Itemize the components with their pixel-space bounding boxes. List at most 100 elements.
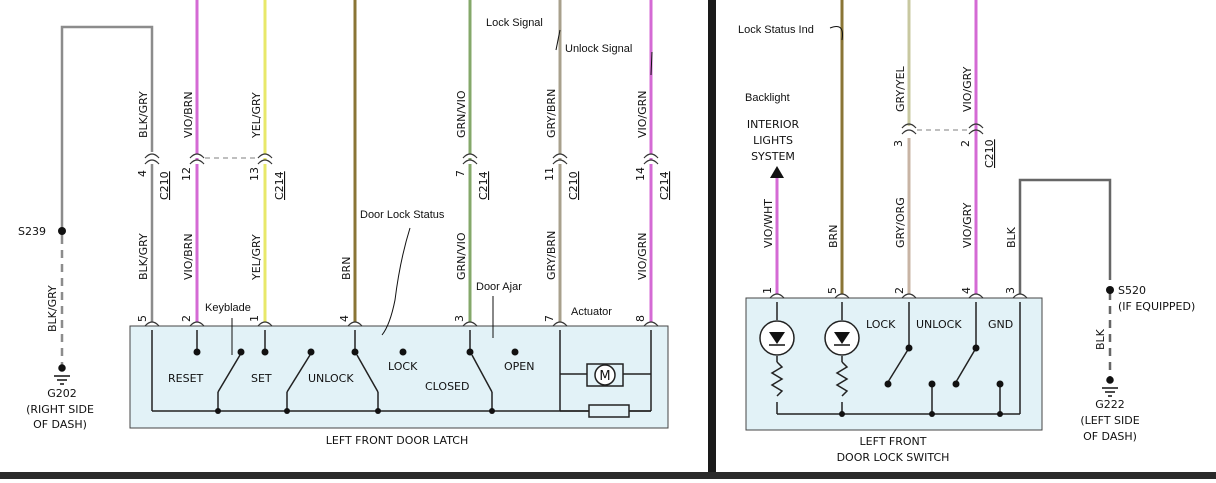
wire-label-lower-1: VIO/BRN	[182, 233, 195, 280]
splice-s239-wire: BLK/GRY	[46, 285, 59, 332]
splice-s520-desc: (IF EQUIPPED)	[1118, 300, 1195, 313]
switch-internal-circuit	[770, 302, 1021, 415]
connector-name-0: C210	[158, 171, 171, 200]
splice-s520-label: S520	[1118, 284, 1146, 297]
ground-g222-label: G222	[1095, 398, 1125, 411]
wire-label-upper-4: GRY/BRN	[545, 89, 558, 138]
connector-name-2: C214	[477, 171, 490, 200]
annotation-lock-status-ind: Lock Status Ind	[738, 24, 814, 36]
door-lock-switch-box	[745, 297, 1043, 431]
resistor-box	[588, 404, 630, 418]
right-wire-label-lower-4: BLK	[1005, 226, 1018, 248]
latch-contact-dots	[193, 348, 519, 414]
latch-internal-circuit	[151, 330, 652, 412]
wire-label-upper-0: BLK/GRY	[137, 91, 150, 138]
wire-label-lower-3: BRN	[340, 257, 353, 280]
wire-blk-right	[1018, 178, 1112, 294]
connector-pin-1: 12	[180, 167, 193, 181]
switch-label-set: SET	[251, 372, 272, 385]
connector-pin-5: 14	[634, 167, 647, 181]
connector-name-3: C210	[567, 171, 580, 200]
interior-lights-0: INTERIOR	[747, 118, 800, 131]
connector-name-1: C214	[273, 171, 286, 200]
annotation-unlock-signal: Unlock Signal	[565, 43, 632, 55]
latch-pin-2: 1	[248, 315, 261, 322]
switch-label-closed: CLOSED	[425, 380, 469, 393]
ground-g222-symbol	[1102, 376, 1118, 397]
ground-g202-desc-0: (RIGHT SIDE	[26, 403, 94, 416]
ground-g202-symbol	[54, 364, 70, 385]
wire-label-lower-5: GRY/BRN	[545, 231, 558, 280]
interior-lights-2: SYSTEM	[751, 150, 795, 163]
switch-pin-1: 5	[826, 287, 839, 294]
switch-pin-0: 1	[761, 287, 774, 294]
wire-label-lower-2: YEL/GRY	[250, 234, 263, 281]
switch-label-unlock-right: UNLOCK	[916, 318, 962, 331]
switch-label-unlock: UNLOCK	[308, 372, 354, 385]
wire-label-lower-6: VIO/GRN	[636, 232, 649, 280]
wire-blk-gry-loop	[60, 25, 154, 236]
switch-pin-4: 3	[1004, 287, 1017, 294]
wire-label-lower-0: BLK/GRY	[137, 233, 150, 280]
splice-s520-wire: BLK	[1094, 328, 1107, 350]
annotation-door-lock-status: Door Lock Status	[360, 209, 445, 221]
panel-divider	[708, 0, 716, 479]
annotation-actuator: Actuator	[571, 306, 612, 318]
annotation-lock-signal: Lock Signal	[486, 17, 543, 29]
wire-label-upper-2: YEL/GRY	[250, 92, 263, 139]
connector-pin-4: 11	[543, 167, 556, 181]
ground-g222-desc-0: (LEFT SIDE	[1080, 414, 1139, 427]
latch-pin-4: 3	[453, 315, 466, 322]
ground-g202-label: G202	[47, 387, 77, 400]
right-wire-label-top-0: GRY/YEL	[894, 65, 907, 112]
splice-s239-label: S239	[18, 225, 46, 238]
motor-symbol	[594, 364, 616, 386]
wire-label-upper-3: GRN/VIO	[455, 90, 468, 138]
switch-label-lock-right: LOCK	[866, 318, 896, 331]
right-wire-label-lower-1: BRN	[827, 225, 840, 248]
right-connector-symbols	[769, 123, 1028, 299]
ground-g222-desc-1: OF DASH)	[1083, 430, 1137, 443]
door-lock-switch-title-0: LEFT FRONT	[859, 435, 926, 448]
interior-lights-1: LIGHTS	[753, 134, 793, 147]
switch-leds	[759, 320, 860, 356]
latch-pin-0: 5	[136, 315, 149, 322]
latch-pin-3: 4	[338, 315, 351, 322]
latch-pin-1: 2	[180, 315, 193, 322]
ground-g202-desc-1: OF DASH)	[33, 418, 87, 431]
latch-pin-symbols	[144, 321, 659, 327]
bottom-strip	[0, 472, 1216, 479]
right-wire-label-lower-3: VIO/GRY	[961, 202, 974, 248]
switch-label-lock: LOCK	[388, 360, 418, 373]
switch-label-open: OPEN	[504, 360, 534, 373]
left-panel: BLK/GRY VIO/BRN YEL/GRY GRN/VIO GRY/BRN …	[18, 0, 671, 447]
door-lock-switch-title-1: DOOR LOCK SWITCH	[837, 451, 950, 464]
connector-symbols-top	[144, 153, 659, 165]
right-connector-pin-1: 2	[959, 140, 972, 147]
right-panel: GRY/YEL VIO/GRY 3 2 C210 VIO/WHT BRN GRY…	[738, 0, 1195, 464]
interior-lights-arrow	[770, 166, 784, 178]
right-wire-label-lower-2: GRY/ORG	[894, 197, 907, 248]
right-connector-pin-0: 3	[892, 140, 905, 147]
wire-label-lower-4: GRN/VIO	[455, 232, 468, 280]
connector-pin-2: 13	[248, 167, 261, 181]
annotation-pointer-lock-status	[829, 26, 843, 41]
latch-pin-5: 7	[543, 315, 556, 322]
switch-pin-2: 2	[893, 287, 906, 294]
switch-label-reset: RESET	[168, 372, 204, 385]
motor-label: M	[599, 369, 610, 384]
annotation-backlight: Backlight	[745, 92, 790, 104]
annotation-keyblade: Keyblade	[205, 302, 251, 314]
right-wire-label-lower-0: VIO/WHT	[762, 199, 775, 248]
splice-s520-dot	[1106, 286, 1114, 294]
splice-s239-dot	[58, 227, 66, 235]
wire-label-upper-5: VIO/GRN	[636, 90, 649, 138]
right-connector-name: C210	[983, 139, 996, 168]
annotation-pointer-lines	[231, 29, 653, 355]
annotation-door-ajar: Door Ajar	[476, 281, 522, 293]
connector-pin-3: 7	[454, 170, 467, 177]
right-wire-label-top-1: VIO/GRY	[961, 66, 974, 112]
switch-pin-3: 4	[960, 287, 973, 294]
